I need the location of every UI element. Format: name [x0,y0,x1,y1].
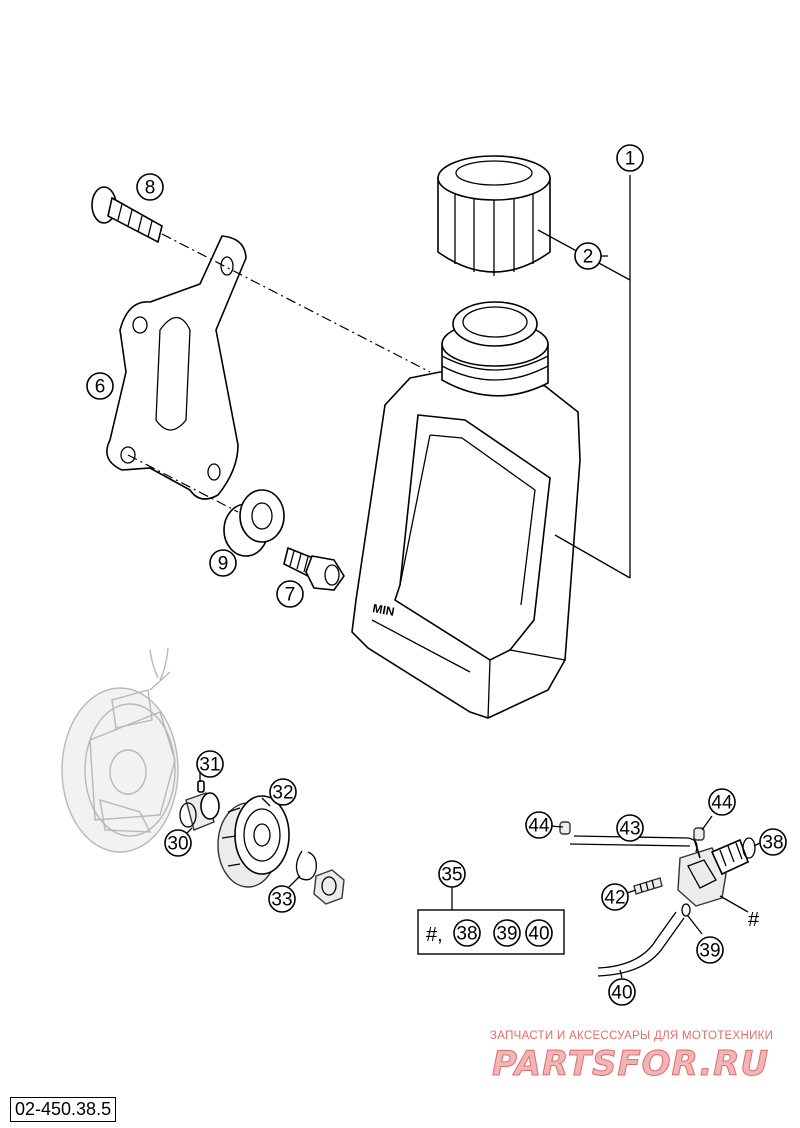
kit-item-40: 40 [525,919,553,947]
oil-tank [351,301,581,719]
callout-9: 9 [209,549,237,577]
svg-text:8: 8 [145,178,156,199]
svg-text:6: 6 [95,377,106,398]
svg-text:39: 39 [496,924,517,945]
callout-33: 33 [268,885,296,913]
callout-40: 40 [608,978,636,1006]
svg-text:7: 7 [285,585,296,606]
svg-text:38: 38 [456,924,477,945]
svg-text:35: 35 [441,865,462,886]
watermark-tagline: ЗАПЧАСТИ И АКСЕССУАРЫ ДЛЯ МОТОТЕХНИКИ [490,1030,774,1042]
grommet-alignment-line [127,454,239,513]
svg-text:39: 39 [699,941,720,962]
pump-hash-mark: # [748,909,760,931]
svg-text:1: 1 [625,149,636,170]
svg-text:44: 44 [711,793,733,814]
svg-text:31: 31 [199,755,220,776]
oil-pump [677,837,750,907]
callout-39: 39 [696,936,724,964]
callout-8: 8 [136,173,164,201]
callout-1: 1 [616,144,644,172]
svg-text:40: 40 [611,983,632,1004]
kit-item-38: 38 [453,919,481,947]
screw-7 [283,546,345,591]
tank-min-label: MIN [371,601,395,619]
bush-30 [179,792,220,831]
hose-40 [597,911,677,969]
o-ring-38 [742,837,756,859]
circlip-33 [295,850,317,881]
callout-31: 31 [196,750,224,778]
stator-ghost [61,647,179,853]
nut [313,869,345,905]
callout-42: 42 [601,883,629,911]
svg-text:2: 2 [583,247,594,268]
grommet-9 [223,489,285,557]
kit-hash-label: #, [426,924,443,946]
svg-text:44: 44 [528,816,550,837]
tank-cap [437,155,551,276]
callout-38: 38 [759,828,787,856]
callout-6: 6 [86,372,114,400]
callout-35: 35 [438,860,466,888]
svg-text:38: 38 [762,833,783,854]
watermark-logo: PARTSFOR.RU [491,1044,770,1085]
clip-39 [681,903,691,917]
hose-43 [573,835,698,853]
pump-bolt-42 [633,877,663,895]
callout-30: 30 [164,829,192,857]
bolt-8 [91,186,163,244]
svg-text:43: 43 [619,819,640,840]
kit-item-39: 39 [493,919,521,947]
svg-text:30: 30 [167,834,188,855]
tank-bracket [106,235,247,500]
clamp-44-left [559,821,571,835]
pulley-32 [217,795,290,888]
callout-2: 2 [574,242,602,270]
callout-7: 7 [276,580,304,608]
svg-text:32: 32 [272,783,293,804]
callout-44-left: 44 [525,811,553,839]
callout-44-right: 44 [708,788,736,816]
callout-43: 43 [616,814,644,842]
pin-31 [197,780,205,793]
clamp-44-right [693,827,705,841]
diagram-code: 02-450.38.5 [10,1097,117,1122]
svg-text:42: 42 [604,888,625,909]
callout-32: 32 [269,778,297,806]
svg-text:40: 40 [528,924,549,945]
svg-text:33: 33 [271,890,292,911]
svg-text:9: 9 [218,554,229,575]
